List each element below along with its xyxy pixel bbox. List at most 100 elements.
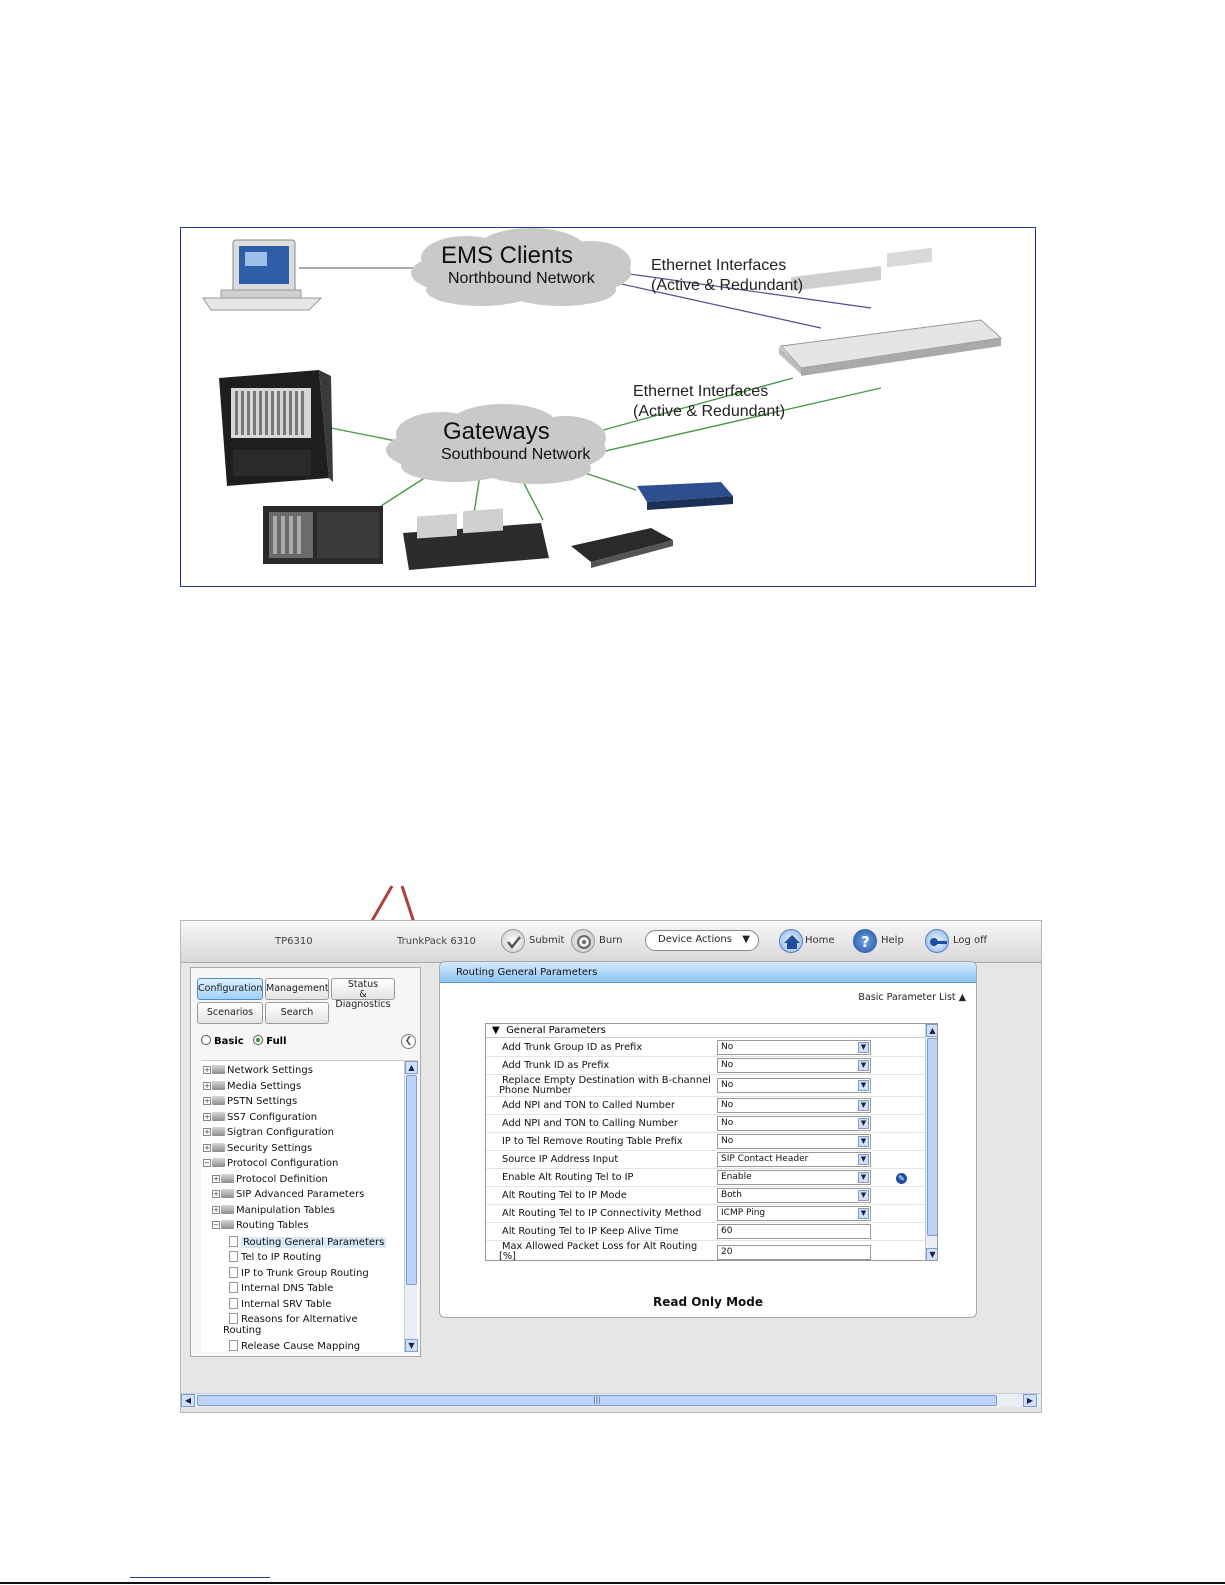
tree-item-release-cause-mapping[interactable]: Release Cause Mapping bbox=[229, 1340, 360, 1352]
param-select[interactable]: No▼ bbox=[717, 1116, 871, 1131]
collapse-icon[interactable]: − bbox=[203, 1159, 211, 1167]
scroll-up-icon[interactable]: ▲ bbox=[926, 1024, 937, 1037]
tab-management[interactable]: Management bbox=[265, 978, 329, 1000]
logoff-button[interactable]: Log off bbox=[953, 935, 988, 946]
param-label: Add NPI and TON to Calling Number bbox=[502, 1118, 678, 1129]
tree-item-routing-general-parameters[interactable]: Routing General Parameters bbox=[229, 1236, 387, 1248]
expand-icon[interactable]: + bbox=[212, 1175, 220, 1183]
radio-basic[interactable] bbox=[201, 1035, 211, 1045]
ethernet-interfaces-mid-line2: (Active & Redundant) bbox=[633, 403, 786, 420]
folder-icon bbox=[212, 1127, 225, 1136]
param-label: Add NPI and TON to Called Number bbox=[502, 1100, 675, 1111]
tree-label: PSTN Settings bbox=[227, 1096, 298, 1107]
tree-item-internal-dns-table[interactable]: Internal DNS Table bbox=[229, 1282, 333, 1294]
tree-item-sigtran-configuration[interactable]: +Sigtran Configuration bbox=[203, 1127, 334, 1138]
tab-status-line2: & Diagnostics bbox=[335, 989, 391, 1010]
collapse-pane-icon[interactable]: ❮ bbox=[401, 1034, 416, 1049]
tree-item-sip-advanced-parameters[interactable]: + SIP Advanced Parameters bbox=[212, 1189, 364, 1200]
home-icon[interactable] bbox=[779, 929, 803, 953]
tree-item-internal-srv-table[interactable]: Internal SRV Table bbox=[229, 1298, 331, 1310]
param-text-input[interactable]: 20 bbox=[717, 1245, 871, 1260]
submit-button[interactable]: Submit bbox=[529, 935, 565, 946]
tree-item-security-settings[interactable]: +Security Settings bbox=[203, 1143, 312, 1154]
expand-icon[interactable]: + bbox=[203, 1113, 211, 1121]
expand-icon[interactable]: + bbox=[203, 1128, 211, 1136]
basic-mode-radio[interactable]: Basic bbox=[201, 1035, 244, 1047]
tree-label: SIP Advanced Parameters bbox=[236, 1189, 365, 1200]
params-scrollbar[interactable]: ▲ ▼ bbox=[925, 1024, 937, 1260]
tree-item-protocol-definition[interactable]: +Protocol Definition bbox=[212, 1174, 328, 1185]
expand-icon[interactable]: + bbox=[203, 1066, 211, 1074]
section-header[interactable]: ▼ General Parameters bbox=[486, 1024, 937, 1038]
scroll-down-icon[interactable]: ▼ bbox=[405, 1339, 418, 1352]
param-text-input[interactable]: 60 bbox=[717, 1224, 871, 1239]
expand-icon[interactable]: + bbox=[203, 1097, 211, 1105]
tree-item-reasons-for-alternative-routing[interactable]: Reasons for Alternative bbox=[229, 1313, 358, 1325]
edit-pencil-icon[interactable]: ✎ bbox=[896, 1173, 907, 1184]
submit-icon[interactable] bbox=[501, 929, 525, 953]
tab-status-diagnostics[interactable]: Status & Diagnostics bbox=[331, 978, 395, 1010]
tab-status-line1: Status bbox=[347, 979, 379, 990]
param-select[interactable]: No▼ bbox=[717, 1134, 871, 1149]
scroll-thumb[interactable] bbox=[406, 1075, 417, 1285]
param-select[interactable]: Both▼ bbox=[717, 1188, 871, 1203]
section-title: General Parameters bbox=[506, 1025, 606, 1036]
help-button[interactable]: Help bbox=[881, 935, 904, 946]
horizontal-scroll-thumb[interactable]: ||| bbox=[197, 1395, 997, 1406]
svg-text:?: ? bbox=[861, 933, 870, 951]
scroll-left-icon[interactable]: ◀ bbox=[181, 1394, 195, 1407]
tree-item-protocol-configuration[interactable]: −Protocol Configuration bbox=[203, 1158, 338, 1169]
param-select[interactable]: No▼ bbox=[717, 1058, 871, 1073]
param-select[interactable]: ICMP Ping▼ bbox=[717, 1206, 871, 1221]
full-mode-radio[interactable]: Full bbox=[253, 1035, 287, 1047]
param-select[interactable]: Enable▼ bbox=[717, 1170, 871, 1185]
ethernet-interfaces-top-label: Ethernet Interfaces (Active & Redundant) bbox=[651, 256, 803, 296]
tree-item-ss7-configuration[interactable]: +SS7 Configuration bbox=[203, 1112, 317, 1123]
tree-label: Reasons for Alternative bbox=[241, 1314, 358, 1325]
expand-icon[interactable]: + bbox=[203, 1144, 211, 1152]
param-value: No bbox=[721, 1080, 734, 1090]
tree-label: Routing bbox=[223, 1325, 262, 1336]
ems-server-icon bbox=[779, 247, 1003, 376]
tab-search[interactable]: Search bbox=[265, 1002, 329, 1024]
home-button[interactable]: Home bbox=[805, 935, 835, 946]
expand-icon[interactable]: + bbox=[212, 1190, 220, 1198]
tree-item-ip-to-trunk-group-routing[interactable]: IP to Trunk Group Routing bbox=[229, 1267, 369, 1279]
logoff-key-icon[interactable] bbox=[925, 929, 949, 953]
scroll-thumb[interactable] bbox=[927, 1038, 937, 1236]
param-row: Add Trunk Group ID as Prefix No▼ bbox=[486, 1039, 937, 1057]
tree-item-tel-to-ip-routing[interactable]: Tel to IP Routing bbox=[229, 1251, 321, 1263]
scroll-down-icon[interactable]: ▼ bbox=[926, 1248, 937, 1260]
tree-item-routing-tables[interactable]: −Routing Tables bbox=[212, 1220, 309, 1231]
scroll-up-icon[interactable]: ▲ bbox=[405, 1061, 418, 1074]
tree-item-media-settings[interactable]: +Media Settings bbox=[203, 1081, 301, 1092]
param-select[interactable]: No▼ bbox=[717, 1040, 871, 1055]
param-select[interactable]: No▼ bbox=[717, 1098, 871, 1113]
collapse-icon[interactable]: − bbox=[212, 1221, 220, 1229]
device-actions-dropdown[interactable]: Device Actions ▼ bbox=[645, 930, 759, 951]
param-select[interactable]: No▼ bbox=[717, 1078, 871, 1093]
footer-rule bbox=[0, 1582, 1225, 1584]
radio-full[interactable] bbox=[253, 1035, 264, 1045]
help-icon[interactable]: ? bbox=[853, 929, 877, 953]
tree-label: IP to Trunk Group Routing bbox=[241, 1268, 369, 1279]
basic-parameter-list-toggle[interactable]: Basic Parameter List ▲ bbox=[858, 992, 966, 1003]
horizontal-scrollbar[interactable]: ◀ ||| ▶ bbox=[181, 1393, 1041, 1407]
param-value: 20 bbox=[721, 1247, 733, 1257]
product-name: TrunkPack 6310 bbox=[397, 936, 476, 947]
content-pane: Routing General Parameters Basic Paramet… bbox=[439, 961, 977, 1318]
tree-scrollbar[interactable]: ▲ ▼ bbox=[404, 1061, 418, 1352]
param-select[interactable]: SIP Contact Header▼ bbox=[717, 1152, 871, 1167]
expand-icon[interactable]: + bbox=[203, 1082, 211, 1090]
tab-scenarios[interactable]: Scenarios bbox=[197, 1002, 263, 1024]
tree-item-network-settings[interactable]: +Network Settings bbox=[203, 1065, 313, 1076]
ethernet-interfaces-top-line1: Ethernet Interfaces bbox=[651, 257, 787, 274]
tab-configuration[interactable]: Configuration bbox=[197, 978, 263, 1000]
expand-icon[interactable]: + bbox=[212, 1206, 220, 1214]
tree-item-manipulation-tables[interactable]: +Manipulation Tables bbox=[212, 1205, 335, 1216]
param-row: Alt Routing Tel to IP Keep Alive Time 60 bbox=[486, 1223, 937, 1241]
scroll-right-icon[interactable]: ▶ bbox=[1023, 1394, 1037, 1407]
tree-item-pstn-settings[interactable]: + PSTN Settings bbox=[203, 1096, 297, 1107]
burn-icon[interactable] bbox=[571, 929, 595, 953]
burn-button[interactable]: Burn bbox=[599, 935, 623, 946]
